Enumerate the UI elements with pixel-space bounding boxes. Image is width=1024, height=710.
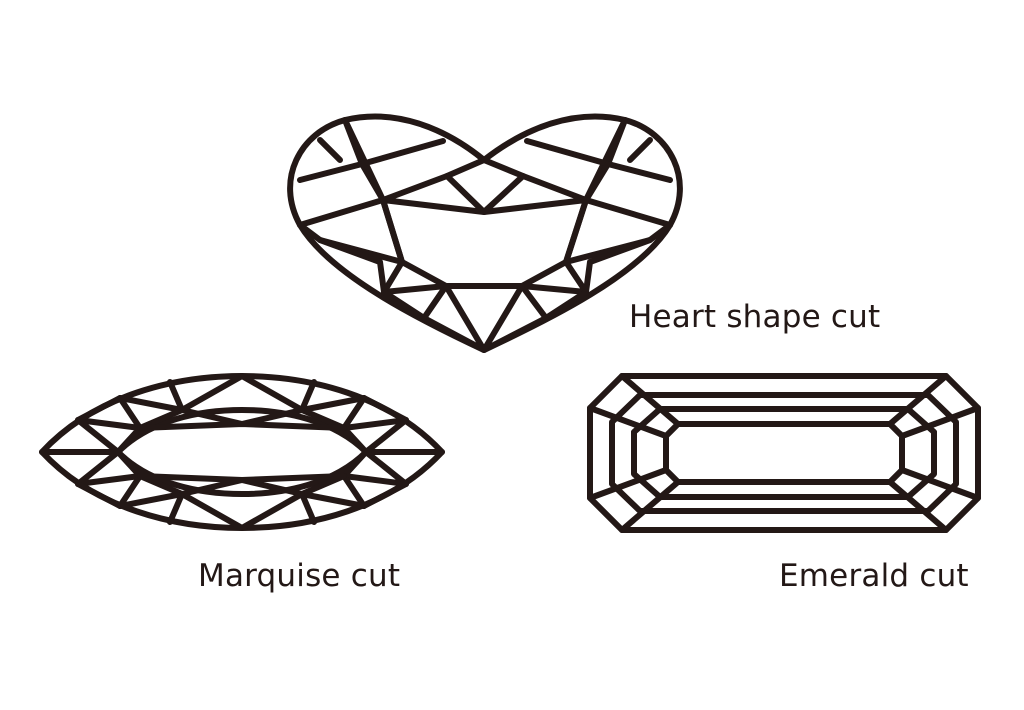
emerald-cut-label: Emerald cut <box>779 558 969 594</box>
heart-cut-label: Heart shape cut <box>629 299 881 335</box>
emerald-table <box>663 421 905 485</box>
marquise-cut-label: Marquise cut <box>198 558 401 594</box>
